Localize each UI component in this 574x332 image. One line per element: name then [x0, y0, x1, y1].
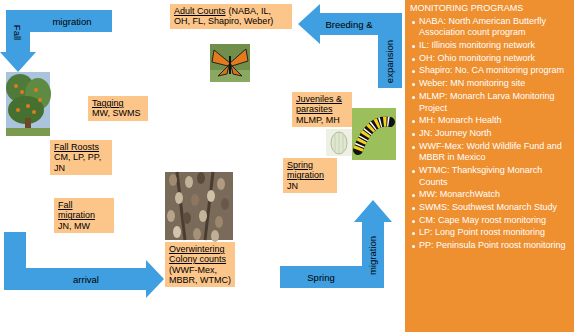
list-item: Shapiro: No. CA monitoring program: [419, 65, 564, 75]
list-item: IL: Illinois monitoring network: [419, 40, 535, 50]
list-item: WTMC: Thanksgiving Monarch Counts: [419, 165, 542, 187]
list-heading: MONITORING PROGRAMS: [410, 3, 523, 13]
box-heading: Fall Roosts: [54, 142, 108, 152]
box-body: MW, SWMS: [92, 108, 144, 118]
bullet-dot: [412, 170, 415, 173]
bullet-dot: [412, 120, 415, 123]
bullet-dot: [412, 232, 415, 235]
breeding-arrow: Breeding & expansion: [298, 4, 402, 88]
list-row: NABA: North American Butterfly Associati…: [410, 16, 569, 39]
bullet-dot: [412, 83, 415, 86]
bullet-dot: [412, 45, 415, 48]
program-box: TaggingMW, SWMS: [88, 96, 148, 121]
list-row: Shapiro: No. CA monitoring program: [410, 65, 569, 77]
list-row: MH: Monarch Health: [410, 115, 569, 127]
box-body: JN: [287, 181, 333, 191]
fall-migration-arrow: Fall migration: [0, 4, 112, 72]
program-box: Overwintering Colony counts(WWF-Mex, MBB…: [165, 242, 235, 287]
spring-migration-arrow: Spring migration: [280, 200, 392, 292]
list-item: OH: Ohio monitoring network: [419, 53, 535, 63]
list-row: MW: MonarchWatch: [410, 189, 569, 201]
arrow-label: expansion: [385, 40, 396, 83]
list-row: JN: Journey North: [410, 128, 569, 140]
bullet-dot: [412, 21, 415, 24]
program-list-box: MONITORING PROGRAMS NABA: North American …: [405, 0, 574, 332]
adult-monarch-photo: [210, 44, 250, 82]
bullet-dot: [412, 220, 415, 223]
caterpillar-photo: [352, 108, 396, 160]
list-row: SWMS: Southwest Monarch Study: [410, 202, 569, 214]
bullet-dot: [412, 58, 415, 61]
arrow-fill: [4, 232, 164, 298]
list-row: Weber: MN monitoring site: [410, 78, 569, 90]
arrow-fill: [0, 10, 112, 72]
roost-tree-photo: [6, 72, 51, 136]
bullet-dot: [412, 207, 415, 210]
arrow-fill: [280, 200, 392, 288]
list-row: MONITORING PROGRAMS: [410, 3, 569, 15]
program-box: Fall migrationJN, MW: [54, 198, 114, 233]
arrow-fill: [298, 4, 402, 88]
list-item: Weber: MN monitoring site: [419, 78, 525, 88]
list-item: MH: Monarch Health: [419, 115, 502, 125]
box-body: MLMP, MH: [296, 115, 348, 125]
list-row: IL: Illinois monitoring network: [410, 40, 569, 52]
overwintering-colony-photo: [165, 172, 233, 242]
bullet-dot: [412, 146, 415, 149]
bullet-dot: [412, 245, 415, 248]
arrow-label: Fall: [13, 24, 24, 39]
box-heading: Adult Counts: [174, 6, 226, 16]
egg-photo: [326, 129, 352, 156]
box-body: CM, LP, PP, JN: [54, 152, 108, 173]
arrival-arrow: arrival: [0, 232, 164, 298]
arrow-label-slot: arrival: [26, 268, 146, 290]
arrow-label: Breeding &: [325, 19, 372, 30]
arrow-label-slot: Spring: [280, 266, 362, 288]
list-item: JN: Journey North: [419, 128, 492, 138]
arrow-shape: [0, 232, 164, 298]
list-row: CM: Cape May roost monitoring: [410, 215, 569, 227]
arrow-label: arrival: [73, 274, 99, 285]
arrow-label-slot: Breeding &: [320, 13, 378, 35]
program-box: Juveniles & parasitesMLMP, MH: [292, 92, 352, 127]
arrow-label: migration: [52, 16, 91, 27]
bullet-dot: [412, 96, 415, 99]
list-row: WWF-Mex: World Wildlife Fund and MBBR in…: [410, 141, 569, 164]
list-row: LP: Long Point roost monitoring: [410, 227, 569, 239]
arrow-label-slot: Fall: [6, 12, 30, 52]
list-item: PP: Peninsula Point roost monitoring: [419, 240, 566, 250]
box-heading: Juveniles & parasites: [296, 94, 348, 115]
box-heading: Tagging: [92, 98, 144, 108]
list-item: CM: Cape May roost monitoring: [419, 215, 546, 225]
box-heading: Overwintering Colony counts: [169, 244, 231, 265]
list-row: MLMP: Monarch Larva Monitoring Project: [410, 91, 569, 114]
program-box: Fall RoostsCM, LP, PP, JN: [50, 140, 112, 175]
list-row: OH: Ohio monitoring network: [410, 53, 569, 65]
bullet-dot: [412, 70, 415, 73]
arrow-label-slot: migration: [362, 222, 384, 288]
program-box: Adult Counts(NABA, IL, OH, FL, Shapiro, …: [170, 4, 292, 29]
list-item: LP: Long Point roost monitoring: [419, 227, 545, 237]
arrow-label: migration: [368, 235, 379, 274]
list-item: MW: MonarchWatch: [419, 189, 500, 199]
box-body: JN, MW: [58, 221, 110, 231]
list-row: WTMC: Thanksgiving Monarch Counts: [410, 165, 569, 188]
list-item: NABA: North American Butterfly Associati…: [419, 16, 546, 38]
arrow-label-slot: migration: [32, 10, 112, 32]
box-heading: Spring migration: [287, 160, 333, 181]
box-heading: Fall migration: [58, 200, 110, 221]
program-box: Spring migrationJN: [283, 158, 337, 193]
list-item: SWMS: Southwest Monarch Study: [419, 202, 557, 212]
box-body: (WWF-Mex, MBBR, WTMC): [169, 265, 231, 286]
arrow-label-slot: expansion: [378, 35, 402, 88]
bullet-dot: [412, 194, 415, 197]
list-row: PP: Peninsula Point roost monitoring: [410, 240, 569, 252]
list-item: WWF-Mex: World Wildlife Fund and MBBR in…: [419, 141, 562, 163]
bullet-dot: [412, 133, 415, 136]
arrow-label: Spring: [307, 272, 334, 283]
list-item: MLMP: Monarch Larva Monitoring Project: [419, 91, 555, 113]
